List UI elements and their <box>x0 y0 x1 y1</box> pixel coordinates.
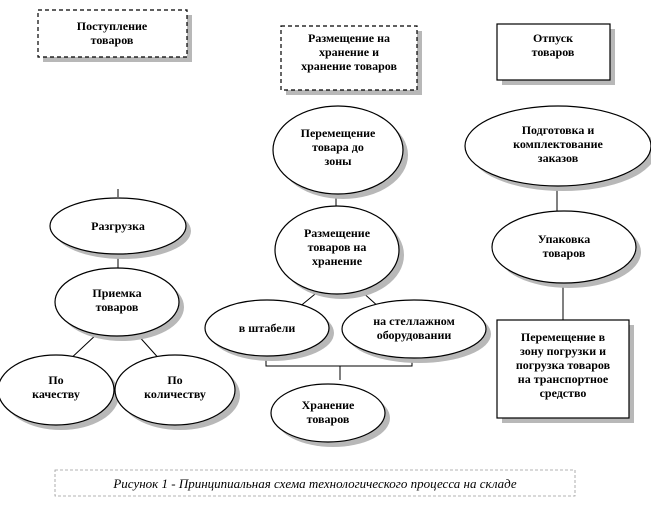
label-line: в штабели <box>239 321 296 335</box>
label-line: средство <box>540 386 587 400</box>
label-line: По <box>48 373 63 387</box>
label-line: товаров <box>91 33 134 47</box>
label-line: товаров <box>543 246 586 260</box>
ellipse-in-stacks: в штабели <box>204 299 334 361</box>
label-line: зоны <box>324 154 352 168</box>
label-line: Отпуск <box>533 31 573 45</box>
label-line: комплектование <box>513 137 603 151</box>
label-line: количеству <box>144 387 206 401</box>
label-line: товаров <box>96 300 139 314</box>
label-line: Упаковка <box>538 232 590 246</box>
ellipse-unloading: Разгрузка <box>49 197 191 259</box>
label-line: По <box>167 373 182 387</box>
ellipse-unloading-text: Разгрузка <box>91 219 145 233</box>
label-line: товара до <box>312 140 364 154</box>
label-line: погрузка товаров <box>516 358 611 372</box>
label-line: товаров <box>307 412 350 426</box>
label-line: на стеллажном <box>373 314 455 328</box>
label-line: Хранение <box>302 398 355 412</box>
label-line: хранение товаров <box>301 59 397 73</box>
label-line: заказов <box>538 151 579 165</box>
label-line: товаров <box>532 45 575 59</box>
label-line: зону погрузки и <box>520 344 606 358</box>
label-line: товаров на <box>308 240 367 254</box>
label-line: Поступление <box>77 19 148 33</box>
ellipse-in-stacks-text: в штабели <box>239 321 296 335</box>
label-line: Перемещение <box>301 126 376 140</box>
label-line: Разгрузка <box>91 219 145 233</box>
label-line: качеству <box>32 387 80 401</box>
caption-text: Рисунок 1 - Принципиальная схема техноло… <box>112 476 517 491</box>
label-line: хранение и <box>319 45 379 59</box>
label-line: Размещение на <box>308 31 390 45</box>
label-line: Размещение <box>304 226 371 240</box>
label-line: Приемка <box>92 286 141 300</box>
label-line: Перемещение в <box>521 330 606 344</box>
figure-caption: Рисунок 1 - Принципиальная схема техноло… <box>54 469 576 497</box>
label-line: оборудовании <box>377 328 452 342</box>
label-line: хранение <box>312 254 363 268</box>
label-line: Подготовка и <box>522 123 595 137</box>
label-line: на транспортное <box>518 372 609 386</box>
